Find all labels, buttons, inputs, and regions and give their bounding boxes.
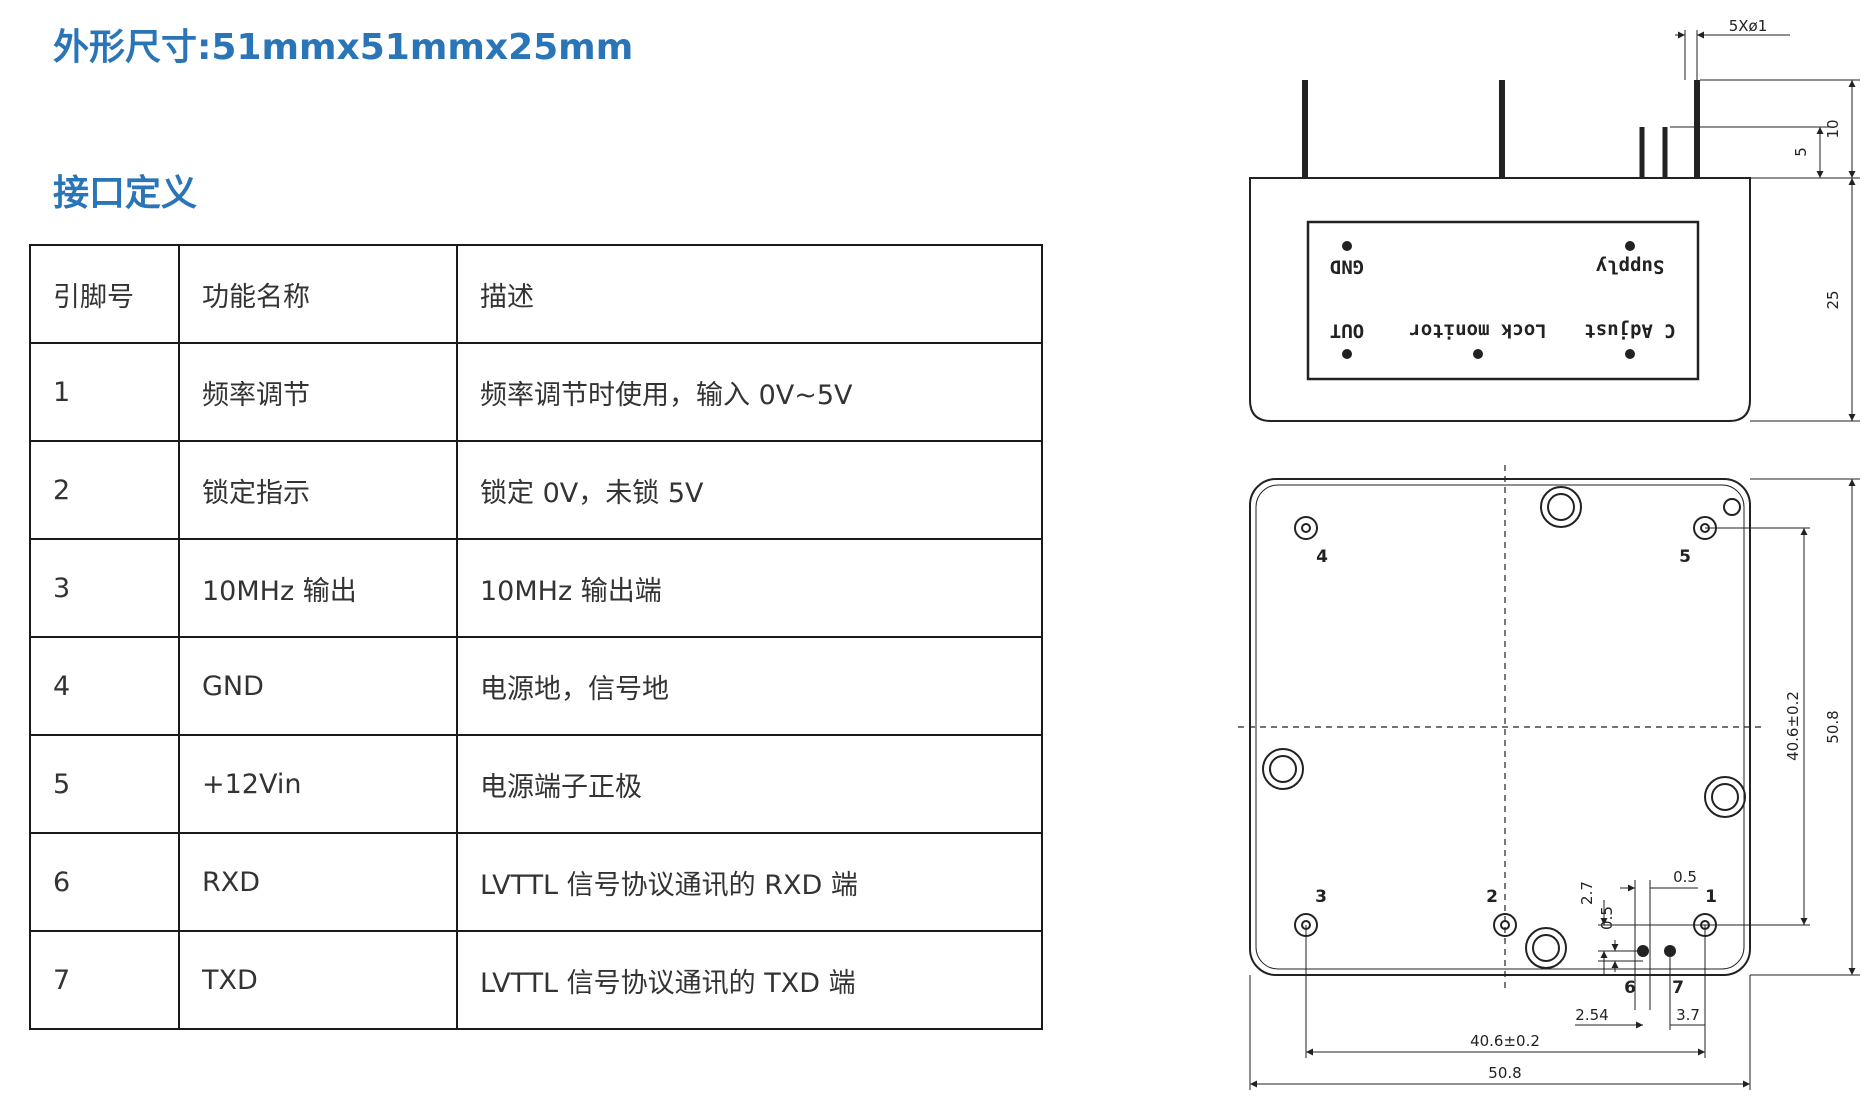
mechanical-drawing: GND Supply OUT Lock monitor C Adjust 5Xø… [1238, 17, 1860, 1090]
pin-label-3: 3 [1315, 887, 1327, 907]
pin-number-cell: 4 [29, 636, 180, 736]
pin-label-4: 4 [1316, 547, 1328, 567]
dim-pin-length: 10 [1824, 119, 1842, 138]
function-name-cell: 10MHz 输出 [178, 538, 458, 638]
description-cell: 电源端子正极 [456, 734, 1043, 834]
table-row: 4 GND 电源地，信号地 [29, 636, 1043, 736]
description-cell: 10MHz 输出端 [456, 538, 1043, 638]
function-name-cell: GND [178, 636, 458, 736]
bottom-view [1238, 465, 1860, 1090]
pin-number-cell: 6 [29, 832, 180, 932]
dim-2-54: 2.54 [1575, 1006, 1608, 1024]
label-supply: Supply [1596, 256, 1665, 278]
description-cell: 锁定 0V，未锁 5V [456, 440, 1043, 540]
function-name-cell: 锁定指示 [178, 440, 458, 540]
table-row: 7 TXD LVTTL 信号协议通讯的 TXD 端 [29, 930, 1043, 1030]
dim-size-horizontal: 50.8 [1488, 1064, 1521, 1082]
dim-pitch-vertical: 40.6±0.2 [1784, 691, 1802, 761]
pin-label-2: 2 [1486, 887, 1498, 907]
dim-pitch-horizontal: 40.6±0.2 [1470, 1032, 1540, 1050]
bottom-view-labels: 1 2 3 4 5 6 7 40.6±0.2 50.8 40.6±0.2 50.… [1315, 547, 1842, 1082]
function-name-cell: 频率调节 [178, 342, 458, 442]
pin-number-cell: 3 [29, 538, 180, 638]
table-header-row: 引脚号 功能名称 描述 [29, 244, 1043, 344]
table-row: 5 +12Vin 电源端子正极 [29, 734, 1043, 834]
description-cell: LVTTL 信号协议通讯的 TXD 端 [456, 930, 1043, 1030]
pin-definition-table: 引脚号 功能名称 描述 1 频率调节 频率调节时使用，输入 0V~5V 2 锁定… [29, 244, 1043, 1030]
dim-0-5-side: 0.5 [1598, 906, 1616, 930]
label-out: OUT [1330, 320, 1364, 342]
side-view [1249, 30, 1860, 422]
interface-definition-title: 接口定义 [53, 173, 198, 214]
label-gnd: GND [1330, 256, 1364, 278]
table-row: 3 10MHz 输出 10MHz 输出端 [29, 538, 1043, 638]
dim-3-7: 3.7 [1676, 1006, 1700, 1024]
description-cell: 频率调节时使用，输入 0V~5V [456, 342, 1043, 442]
description-cell: 电源地，信号地 [456, 636, 1043, 736]
label-c-adjust: C Adjust [1584, 320, 1676, 342]
dim-0-5-top: 0.5 [1673, 868, 1697, 886]
table-row: 6 RXD LVTTL 信号协议通讯的 RXD 端 [29, 832, 1043, 932]
function-name-cell: +12Vin [178, 734, 458, 834]
dim-2-7: 2.7 [1578, 881, 1596, 905]
pin-label-1: 1 [1705, 887, 1717, 907]
dim-short-pin: 5 [1792, 147, 1810, 157]
header-pin-number: 引脚号 [29, 244, 180, 344]
header-function-name: 功能名称 [178, 244, 458, 344]
pin-label-6: 6 [1624, 978, 1636, 998]
pin-label-5: 5 [1679, 547, 1691, 567]
pin-number-cell: 7 [29, 930, 180, 1030]
dim-height: 25 [1824, 290, 1842, 309]
function-name-cell: TXD [178, 930, 458, 1030]
function-name-cell: RXD [178, 832, 458, 932]
pin-number-cell: 2 [29, 440, 180, 540]
label-lock-monitor: Lock monitor [1409, 320, 1546, 342]
header-description: 描述 [456, 244, 1043, 344]
table-row: 1 频率调节 频率调节时使用，输入 0V~5V [29, 342, 1043, 442]
dim-pin-diameter: 5Xø1 [1729, 17, 1768, 35]
pin-label-7: 7 [1672, 978, 1684, 998]
side-view-labels: GND Supply OUT Lock monitor C Adjust 5Xø… [1330, 17, 1842, 342]
description-cell: LVTTL 信号协议通讯的 RXD 端 [456, 832, 1043, 932]
dimensions-title: 外形尺寸:51mmx51mmx25mm [53, 27, 634, 68]
pin-number-cell: 5 [29, 734, 180, 834]
dim-size-vertical: 50.8 [1824, 710, 1842, 743]
pin-number-cell: 1 [29, 342, 180, 442]
table-row: 2 锁定指示 锁定 0V，未锁 5V [29, 440, 1043, 540]
